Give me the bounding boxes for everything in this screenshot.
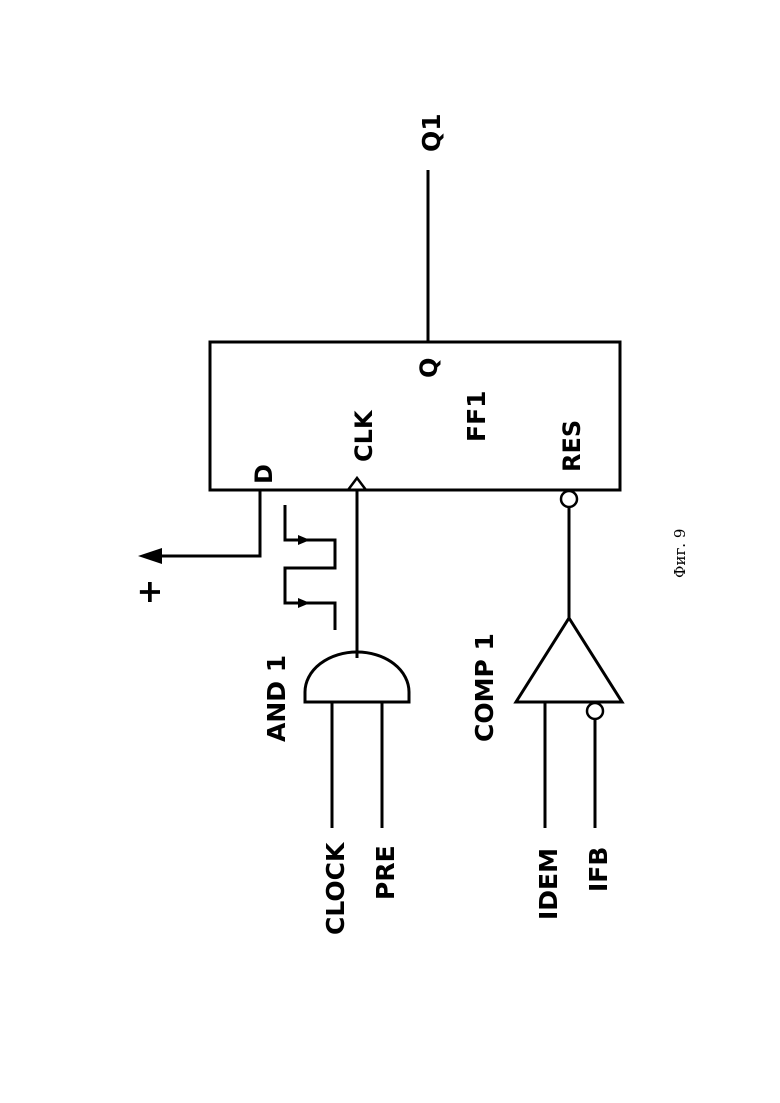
clock-pulse-waveform-icon xyxy=(285,505,335,630)
q1-output-label: Q1 xyxy=(417,113,446,152)
clock-input-label: CLOCK xyxy=(321,841,350,935)
and-gate-symbol xyxy=(305,652,409,702)
d-input-wire xyxy=(160,490,260,556)
idem-input-label: IDEM xyxy=(534,848,563,920)
ff-pin-res-label: RES xyxy=(558,420,586,472)
ff-pin-clk-label: CLK xyxy=(350,409,378,462)
and-gate-name-label: AND 1 xyxy=(262,655,291,742)
ff-pin-d-label: D xyxy=(250,464,278,484)
comparator-symbol xyxy=(516,618,622,702)
supply-label: + xyxy=(130,579,168,606)
comparator-name-label: COMP 1 xyxy=(470,633,499,742)
comparator-inverting-bubble-icon xyxy=(587,703,603,719)
pre-input-label: PRE xyxy=(371,845,400,900)
ff-pin-q-label: Q xyxy=(415,358,443,378)
figure-caption: Фиг. 9 xyxy=(671,529,689,578)
res-inversion-bubble-icon xyxy=(561,491,577,507)
pulse-arrow-icon-1 xyxy=(298,535,310,545)
ifb-input-label: IFB xyxy=(584,847,613,892)
supply-arrow-icon xyxy=(138,548,162,564)
pulse-arrow-icon-2 xyxy=(298,598,310,608)
clk-edge-marker-icon xyxy=(348,478,366,490)
ff-name-label: FF1 xyxy=(462,390,491,442)
